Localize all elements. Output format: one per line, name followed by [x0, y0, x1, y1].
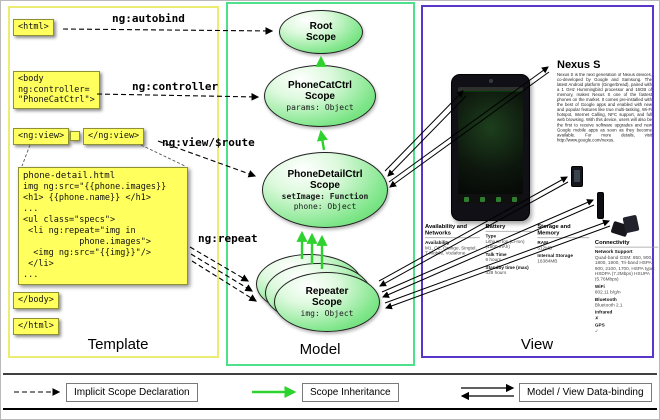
body-close-tag: </body>: [13, 292, 59, 309]
ng-repeat-label: ng:repeat: [198, 232, 258, 245]
spec-column-header: Connectivity: [594, 239, 659, 248]
spec-row-value: Quad-band GSM: 850, 900, 1800, 1900, Tri…: [594, 255, 655, 282]
ng-controller-label: ng:controller: [132, 80, 219, 93]
spec-row-value: Bluetooth 2.1: [594, 302, 623, 308]
spec-row-label: Network Support: [594, 249, 633, 255]
legend-scope-inheritance: Scope Inheritance: [302, 383, 399, 402]
phonecatctrl-scope-ellipse: PhoneCatCtrl Scope params: Object: [264, 65, 376, 127]
spec-row-value: ✓: [594, 328, 599, 334]
phone-app-content: [458, 92, 523, 194]
legend-data-binding: Model / View Data-binding: [519, 383, 652, 402]
spec-row-value: 6 hours: [485, 257, 502, 263]
code-body: img ng:src="{{phone.images}} <h1> {{phon…: [23, 182, 167, 280]
scope-subtitle: Scope: [304, 90, 335, 102]
spec-column-header: Storage and Memory: [537, 223, 590, 239]
phone-name-heading: Nexus S: [557, 59, 601, 71]
model-panel-label: Model: [299, 341, 341, 358]
ng-autobind-label: ng:autobind: [112, 12, 185, 25]
spec-row-value: Lithium Ion (Li-Ion) (1500 mAh): [485, 239, 525, 250]
view-panel-label: View: [520, 336, 554, 353]
scope-title: PhoneDetailCtrl: [287, 168, 363, 180]
repeater-scope-ellipse: Repeater Scope img: Object: [274, 272, 380, 332]
scope-subtitle: Scope: [309, 179, 340, 191]
spec-row-value: 512MB: [537, 245, 553, 251]
phone-thumbnail-side: [597, 192, 604, 219]
phone-screen: [458, 87, 523, 204]
spec-row-value: 16384MB: [537, 258, 558, 264]
phone-thumbnail-front: [571, 166, 583, 187]
scope-property: setImage: Function: [281, 191, 369, 201]
scope-title: PhoneCatCtrl: [288, 79, 352, 91]
ng-view-open-tag: <ng:view>: [13, 128, 70, 145]
scope-property: phone: Object: [293, 202, 357, 211]
spec-row-label: GPS: [594, 323, 605, 329]
ng-view-placeholder-box: [70, 131, 80, 141]
phonedetailctrl-scope-ellipse: PhoneDetailCtrl Scope setImage: Function…: [262, 152, 388, 228]
phone-description-text: Nexus S is the next generation of Nexus …: [557, 73, 653, 143]
scope-title: Repeater: [305, 285, 349, 297]
scope-subtitle: Scope: [305, 32, 336, 43]
html-open-tag: <html>: [13, 19, 54, 36]
phone-camera-dot: [488, 79, 493, 83]
scope-subtitle: Scope: [311, 296, 342, 308]
spec-row-label: Infrared: [594, 310, 613, 316]
spec-column-header: Availability and Networks: [425, 223, 480, 239]
nexus-phone-image: [451, 74, 530, 221]
template-panel-label: Template: [87, 336, 149, 353]
scope-property: img: Object: [300, 308, 354, 318]
phone-description: Nexus S is the next generation of Nexus …: [557, 73, 652, 171]
spec-row-value: 802.11 b/g/n: [594, 289, 621, 295]
scope-title: Root: [309, 21, 333, 32]
scope-property: params: Object: [286, 102, 354, 112]
spec-row-value: M1, O2, Orange, Singtel, T-Mobile, Vodaf…: [425, 245, 477, 257]
legend-implicit-scope: Implicit Scope Declaration: [66, 383, 198, 402]
ng-view-close-tag: </ng:view>: [83, 128, 145, 145]
spec-row-value: 428 hours: [485, 270, 507, 276]
phone-detail-code-box: phone-detail.html img ng:src="{{phone.im…: [18, 167, 188, 285]
ng-view-route-label: ng:view/$route: [162, 136, 255, 149]
spec-column-header: Battery: [485, 223, 532, 232]
spec-row-value: ✘: [594, 315, 599, 321]
html-close-tag: </html>: [13, 318, 59, 335]
body-open-tag: <body ng:controller= "PhoneCatCtrl">: [13, 71, 100, 109]
root-scope-ellipse: Root Scope: [279, 10, 363, 54]
code-filename: phone-detail.html: [23, 171, 116, 181]
phone-dock: [458, 194, 523, 204]
